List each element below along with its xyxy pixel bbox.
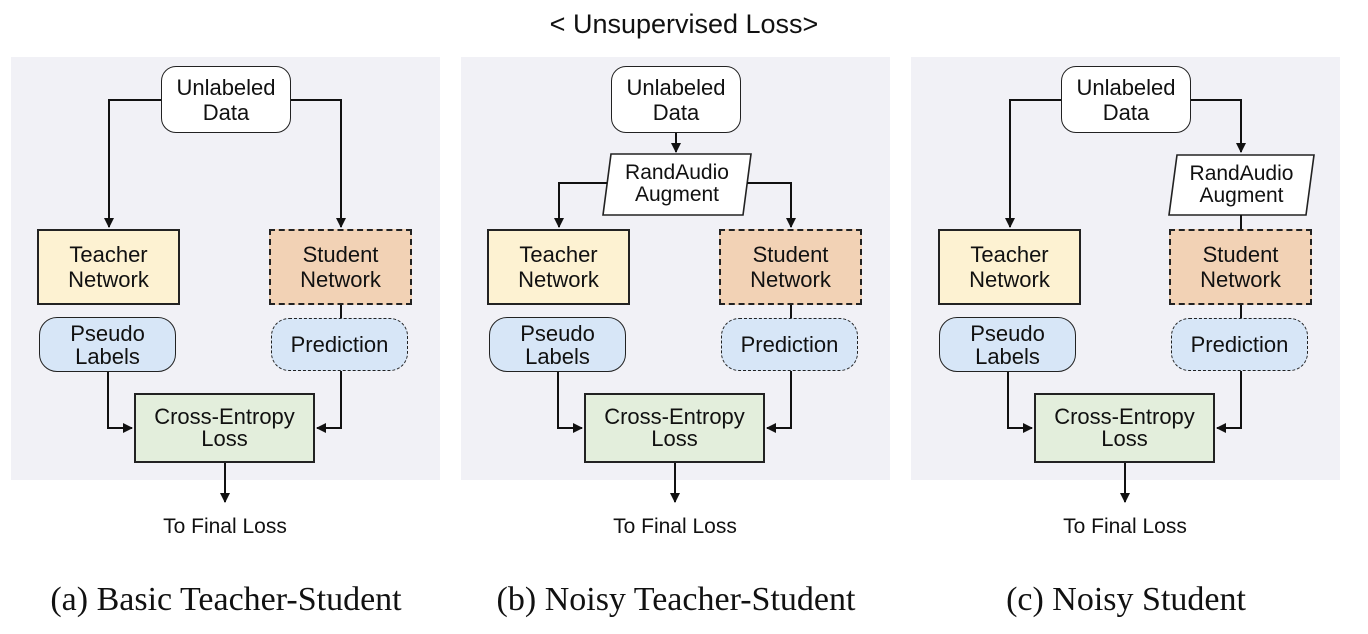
arrow-prediction-to-loss (1216, 371, 1242, 433)
connector-wires (554, 133, 796, 503)
arrow-pseudo-to-loss (1007, 372, 1033, 433)
arrow-pseudo-to-loss (107, 372, 133, 433)
arrow-augment-to-teacher (554, 182, 607, 228)
arrow-prediction-to-loss (766, 371, 792, 433)
arrow-data-to-augment (1191, 99, 1246, 153)
arrow-augment-to-student (747, 182, 796, 228)
to-final-loss-label: To Final Loss (1063, 515, 1187, 538)
connector-wires (104, 99, 346, 503)
randaudio-augment-shape (602, 153, 752, 216)
arrow-data-to-teacher (104, 99, 161, 228)
to-final-loss-label: To Final Loss (163, 515, 287, 538)
caption-noisy-teacher-student: (b) Noisy Teacher-Student (496, 581, 856, 618)
arrow-prediction-to-loss (316, 371, 342, 433)
arrow-data-to-teacher (1005, 99, 1061, 228)
connector-wires (1005, 99, 1315, 503)
prediction-node: Prediction (1171, 318, 1308, 371)
arrow-pseudo-to-loss (557, 372, 583, 433)
randaudio-augment-shape (1168, 154, 1315, 216)
prediction-node: Prediction (271, 318, 408, 371)
caption-basic-teacher-student: (a) Basic Teacher-Student (50, 581, 402, 618)
to-final-loss-label: To Final Loss (613, 515, 737, 538)
prediction-node: Prediction (721, 318, 858, 371)
caption-noisy-student: (c) Noisy Student (1006, 581, 1246, 618)
arrow-data-to-student (291, 99, 346, 228)
diagram-title: < Unsupervised Loss> (549, 9, 819, 39)
